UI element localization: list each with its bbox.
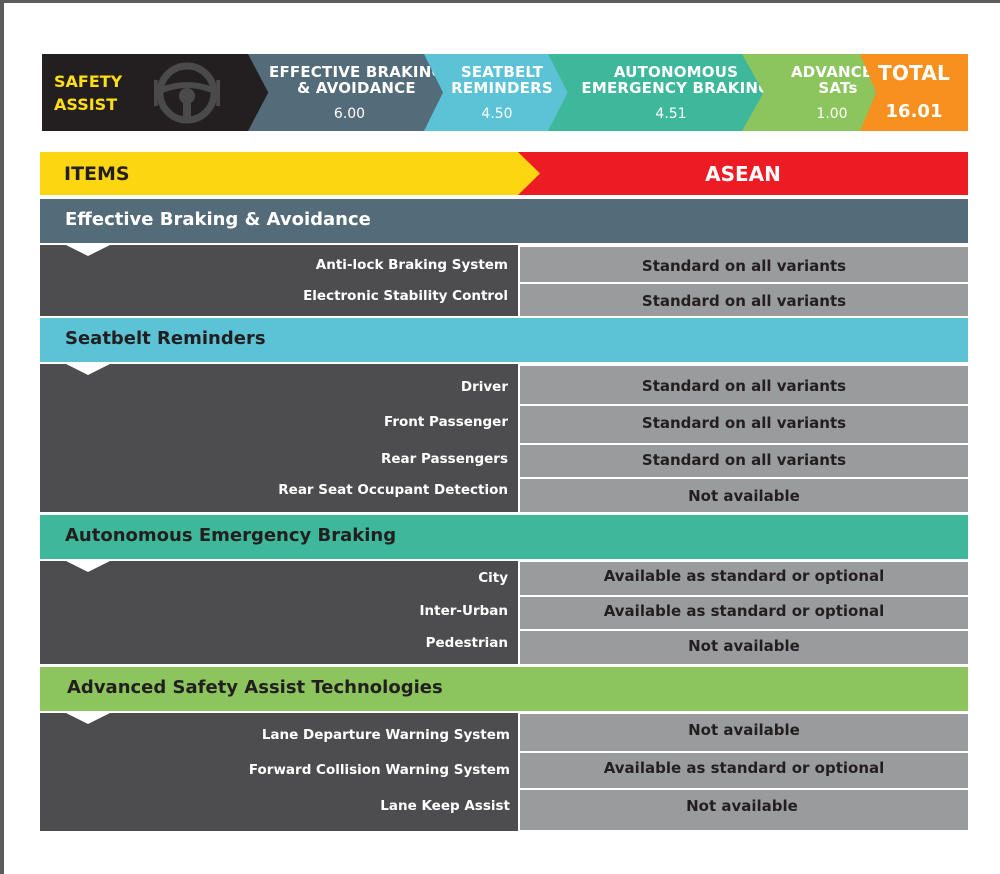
- advanced-sats-score-title: ADVANCED SATs: [742, 64, 922, 96]
- row-value-driver: Standard on all variants: [520, 366, 968, 404]
- row-label-driver: Driver: [460, 379, 508, 395]
- section-advanced-sat-title: Advanced Safety Assist Technologies: [67, 677, 443, 698]
- braking-title-line-2: & AVOIDANCE: [297, 79, 416, 97]
- row-label-pedestrian: Pedestrian: [425, 635, 508, 651]
- row-value-fcws: Available as standard or optional: [520, 753, 968, 788]
- section-aeb-labels: [40, 561, 518, 664]
- section-braking-labels: [40, 245, 518, 316]
- section-aeb-notch: [66, 561, 110, 572]
- row-value-abs: Standard on all variants: [520, 247, 968, 282]
- value-text: Available as standard or optional: [603, 759, 885, 777]
- braking-score-value: 6.00: [333, 106, 366, 122]
- section-seatbelt-notch: [66, 364, 110, 375]
- seatbelt-score-segment: SEATBELT REMINDERS 4.50: [424, 54, 570, 131]
- row-value-city: Available as standard or optional: [520, 562, 968, 595]
- braking-title-line-1: EFFECTIVE BRAKING: [269, 63, 444, 81]
- row-label-ldws: Lane Departure Warning System: [261, 727, 510, 743]
- row-label-rear-passengers: Rear Passengers: [380, 451, 508, 467]
- safety-assist-line-1: SAFETY: [54, 72, 123, 91]
- aeb-title-line-2: EMERGENCY BRAKING: [581, 79, 771, 97]
- value-text: Available as standard or optional: [603, 602, 885, 620]
- value-text: Not available: [686, 797, 798, 815]
- seatbelt-title-line-1: SEATBELT: [460, 63, 544, 81]
- section-braking-notch: [66, 245, 110, 256]
- row-label-abs: Anti-lock Braking System: [315, 257, 508, 273]
- row-value-ldws: Not available: [520, 714, 968, 751]
- row-label-rear-seat-occupant: Rear Seat Occupant Detection: [278, 482, 508, 498]
- row-label-esc: Electronic Stability Control: [303, 288, 508, 304]
- section-advanced-sat-labels: [40, 713, 518, 831]
- section-seatbelt-header: Seatbelt Reminders: [40, 318, 968, 362]
- braking-score-title: EFFECTIVE BRAKING & AVOIDANCE: [248, 64, 451, 96]
- row-value-rear-seat-occupant: Not available: [520, 479, 968, 512]
- value-text: Available as standard or optional: [603, 567, 885, 585]
- window-frame-left: [0, 0, 4, 874]
- seatbelt-title-line-2: REMINDERS: [451, 79, 553, 97]
- section-advanced-sat-notch: [66, 713, 110, 724]
- value-text: Standard on all variants: [641, 414, 847, 432]
- value-text: Standard on all variants: [641, 257, 847, 275]
- seatbelt-score-value: 4.50: [481, 106, 513, 122]
- items-column-header: ITEMS: [40, 152, 540, 195]
- asean-column-header: ASEAN: [518, 152, 968, 195]
- value-text: Standard on all variants: [641, 292, 847, 310]
- value-text: Standard on all variants: [641, 377, 847, 395]
- row-label-lka: Lane Keep Assist: [380, 798, 510, 814]
- steering-wheel-icon: [154, 62, 220, 124]
- row-value-esc: Standard on all variants: [520, 284, 968, 316]
- section-braking-title: Effective Braking & Avoidance: [65, 209, 371, 230]
- section-braking-header: Effective Braking & Avoidance: [40, 199, 968, 243]
- row-value-inter-urban: Available as standard or optional: [520, 597, 968, 629]
- value-text: Standard on all variants: [641, 451, 847, 469]
- total-score-title: TOTAL: [878, 61, 950, 85]
- safety-assist-segment: SAFETY ASSIST: [42, 54, 274, 131]
- row-label-front-passenger: Front Passenger: [383, 414, 508, 430]
- advanced-sats-score-value: 1.00: [816, 106, 848, 122]
- row-label-inter-urban: Inter-Urban: [419, 603, 508, 619]
- safety-assist-label: SAFETY ASSIST: [54, 70, 122, 116]
- advanced-sats-title-line-2: SATs: [818, 79, 858, 97]
- row-label-fcws: Forward Collision Warning System: [248, 762, 510, 778]
- seatbelt-score-title: SEATBELT REMINDERS: [424, 64, 570, 96]
- aeb-score-title: AUTONOMOUS EMERGENCY BRAKING: [548, 64, 794, 96]
- row-value-front-passenger: Standard on all variants: [520, 406, 968, 443]
- aeb-title-line-1: AUTONOMOUS: [613, 63, 739, 81]
- row-value-lka: Not available: [520, 790, 968, 830]
- score-banner: SAFETY ASSIST EFFECTIVE BRAKING & AVOIDA…: [42, 54, 968, 131]
- value-text: Not available: [688, 721, 800, 739]
- aeb-score-value: 4.51: [655, 106, 687, 122]
- section-seatbelt-title: Seatbelt Reminders: [65, 328, 266, 349]
- row-value-rear-passengers: Standard on all variants: [520, 445, 968, 477]
- braking-score-segment: EFFECTIVE BRAKING & AVOIDANCE 6.00: [248, 54, 451, 131]
- row-label-city: City: [478, 570, 508, 586]
- total-score-segment: TOTAL 16.01: [860, 54, 968, 131]
- advanced-sats-title-line-1: ADVANCED: [790, 63, 886, 81]
- items-header-label: ITEMS: [64, 163, 130, 185]
- row-value-pedestrian: Not available: [520, 631, 968, 664]
- total-score-value: 16.01: [885, 101, 943, 122]
- safety-assist-line-2: ASSIST: [54, 95, 118, 114]
- section-aeb-header: Autonomous Emergency Braking: [40, 515, 968, 559]
- section-aeb-title: Autonomous Emergency Braking: [65, 525, 397, 546]
- value-text: Not available: [688, 487, 800, 505]
- section-advanced-sat-header: Advanced Safety Assist Technologies: [40, 667, 968, 711]
- section-seatbelt-labels: [40, 364, 518, 512]
- asean-header-label: ASEAN: [705, 162, 781, 186]
- value-text: Not available: [688, 637, 800, 655]
- window-frame-top: [0, 0, 1000, 3]
